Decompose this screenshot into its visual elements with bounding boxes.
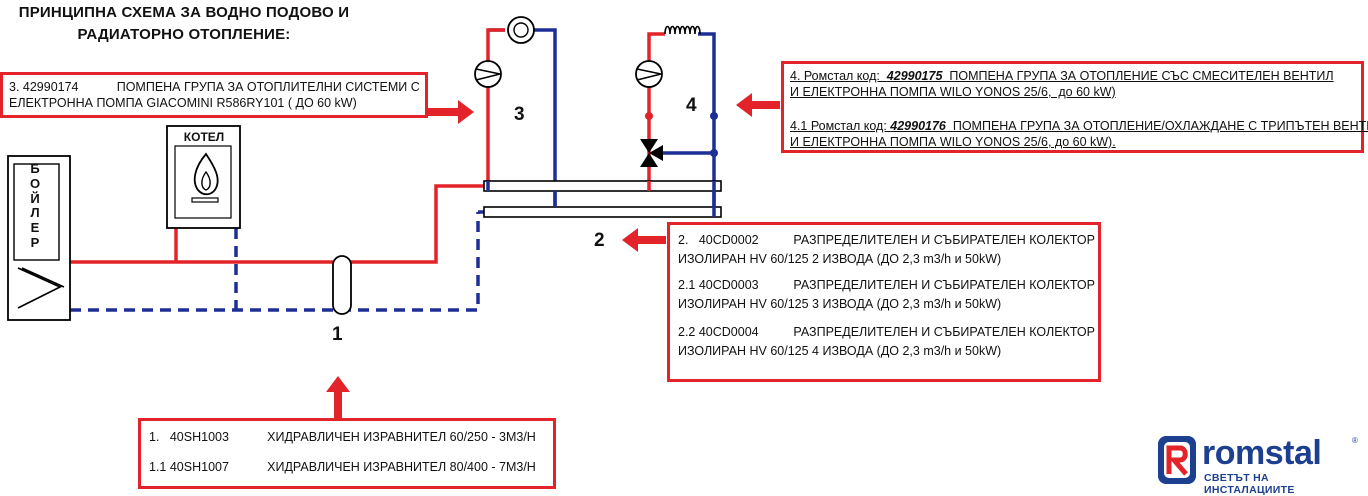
registered-mark: ® [1352,436,1358,445]
box4-a-rest: ПОМПЕНА ГРУПА ЗА ОТОПЛЕНИЕ СЪС СМЕСИТЕЛЕ… [942,69,1334,83]
three-way-valve-icon [640,139,663,167]
pump-4-icon [635,60,663,88]
logo-tagline: СВЕТЪТ НА ИНСТАЛАЦИИТЕ [1204,472,1295,496]
callout-box-2: 2. 40CD0002 РАЗПРЕДЕЛИТЕЛЕН И СЪБИРАТЕЛЕ… [667,222,1101,382]
box4-a-prefix: 4. Ромстал код: [790,69,887,83]
number-3-label: 3 [514,104,525,125]
logo-wordmark: romstal [1202,434,1322,472]
boiler-letter: Й [30,190,40,206]
callout-box-1: 1. 40SH1003 ХИДРАВЛИЧЕН ИЗРАВНИТЕЛ 60/25… [138,418,556,489]
kotel-label: КОТЕЛ [183,130,225,144]
box4-b-line-2: И ЕЛЕКТРОННА ПОМПА WILO YONOS 25/6, до 6… [790,135,1116,149]
collector-item: 2. 40CD0002 РАЗПРЕДЕЛИТЕЛЕН И СЪБИРАТЕЛЕ… [678,232,1095,267]
boiler-letter: О [29,175,41,191]
number-1-label: 1 [332,324,343,345]
box4-item-4-1: 4.1 Ромстал код: 42990176 ПОМПЕНА ГРУПА … [790,118,1368,134]
collector-item: 2.1 40CD0003 РАЗПРЕДЕЛИТЕЛЕН И СЪБИРАТЕЛ… [678,277,1095,312]
callout-box-3: 3. 42990174 ПОМПЕНА ГРУПА ЗА ОТОПЛИТЕЛНИ… [0,72,428,118]
title-line-1: ПРИНЦИПНА СХЕМА ЗА ВОДНО ПОДОВО И [18,4,350,21]
callout-box-4: 4. Ромстал код: 42990175 ПОМПЕНА ГРУПА З… [781,61,1368,153]
collector-item: 2.2 40CD0004 РАЗПРЕДЕЛИТЕЛЕН И СЪБИРАТЕЛ… [678,324,1095,359]
romstal-r-icon [1158,436,1196,484]
boiler-letter: Е [30,220,40,236]
callout-arrows [326,93,780,418]
collector-line-2: ИЗОЛИРАН HV 60/125 4 ИЗВОДА (ДО 2,3 m3/h… [678,344,1002,358]
box3-line-2: ЕЛЕКТРОННА ПОМПА GIACOMINI R586RY101 ( Д… [9,96,357,110]
heat-coil-icon [664,25,701,35]
page-title: ПРИНЦИПНА СХЕМА ЗА ВОДНО ПОДОВО И РАДИАТ… [4,2,364,46]
collector-line-2: ИЗОЛИРАН HV 60/125 3 ИЗВОДА (ДО 2,3 m3/h… [678,297,1002,311]
distribution-collector [483,180,722,218]
box4-spacer [790,100,1355,118]
romstal-logo: romstal ® СВЕТЪТ НА ИНСТАЛАЦИИТЕ [1156,432,1362,496]
box4-b-rest: ПОМПЕНА ГРУПА ЗА ОТОПЛЕНИЕ/ОХЛАЖДАНЕ С Т… [945,119,1368,133]
box4-b-prefix: 4.1 Ромстал код: [790,119,891,133]
junction-dots-red [645,112,653,120]
collector-line-1: 2. 40CD0002 РАЗПРЕДЕЛИТЕЛЕН И СЪБИРАТЕЛЕ… [678,233,1095,247]
box4-a-code: 42990175 [886,69,943,83]
junction-dots [710,112,718,157]
title-line-2: РАДИАТОРНО ОТОПЛЕНИЕ: [77,26,291,43]
box3-line-1: 3. 42990174 ПОМПЕНА ГРУПА ЗА ОТОПЛИТЕЛНИ… [9,80,420,94]
collector-line-1: 2.1 40CD0003 РАЗПРЕДЕЛИТЕЛЕН И СЪБИРАТЕЛ… [678,278,1095,292]
box4-b-code: 42990176 [890,119,946,133]
boiler-letter: Б [30,161,40,176]
gas-boiler [166,125,241,229]
collector-line-1: 2.2 40CD0004 РАЗПРЕДЕЛИТЕЛЕН И СЪБИРАТЕЛ… [678,325,1095,339]
separator-item: 1. 40SH1003 ХИДРАВЛИЧЕН ИЗРАВНИТЕЛ 60/25… [149,430,536,444]
box4-item-4: 4. Ромстал код: 42990175 ПОМПЕНА ГРУПА З… [790,68,1355,84]
pump-3-icon [474,60,502,88]
collector-line-2: ИЗОЛИРАН HV 60/125 2 ИЗВОДА (ДО 2,3 m3/h… [678,252,1002,266]
boiler-letter: Л [30,205,40,221]
number-4-label: 4 [686,95,697,116]
storage-boiler [7,155,71,321]
boiler-label: Б О Й Л Е Р [20,161,50,251]
boiler-letter: Р [30,234,40,250]
box4-a-line-2: И ЕЛЕКТРОННА ПОМПА WILO YONOS 25/6, до 6… [790,85,1116,99]
flow-meter-icon [507,16,535,44]
hydraulic-separator [332,255,352,315]
separator-item: 1.1 40SH1007 ХИДРАВЛИЧЕН ИЗРАВНИТЕЛ 80/4… [149,460,536,474]
number-2-label: 2 [594,230,605,251]
